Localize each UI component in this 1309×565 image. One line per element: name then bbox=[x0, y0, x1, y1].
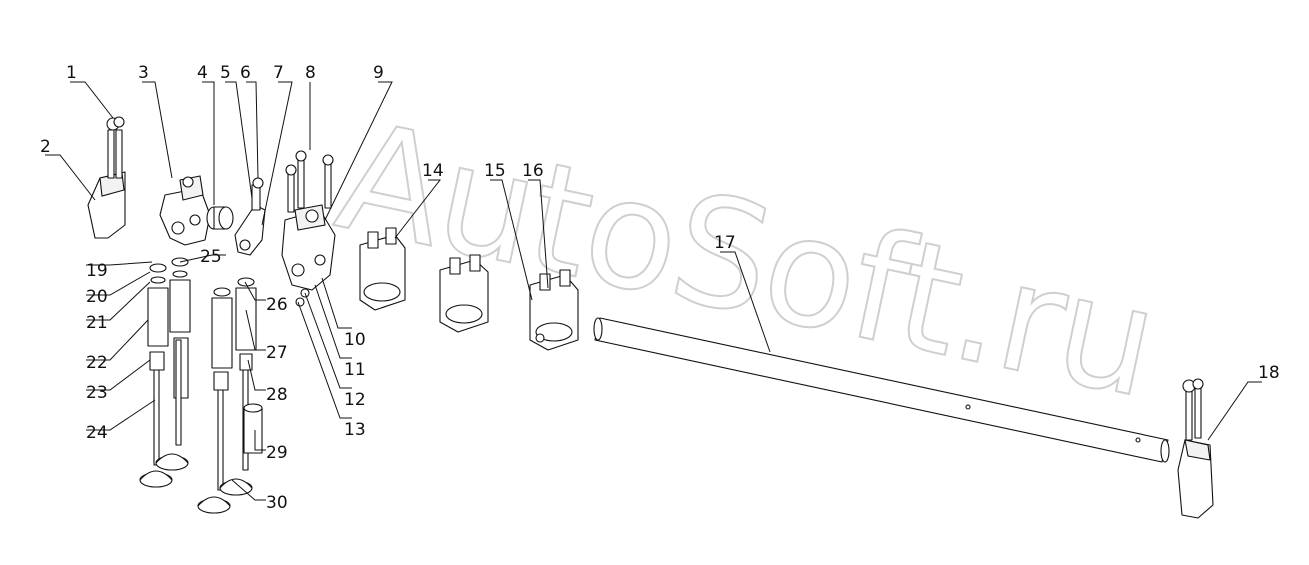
callout-16: 16 bbox=[522, 161, 544, 181]
callout-14: 14 bbox=[422, 161, 444, 181]
leader-lines bbox=[45, 81, 1262, 501]
callout-11: 11 bbox=[344, 360, 366, 380]
rocker-arm-middle bbox=[234, 177, 266, 256]
callout-26: 26 bbox=[266, 295, 288, 315]
callout-25: 25 bbox=[200, 247, 222, 267]
callout-8: 8 bbox=[305, 63, 316, 83]
shaft-support-1 bbox=[359, 227, 406, 311]
callout-21: 21 bbox=[86, 313, 108, 333]
callout-6: 6 bbox=[240, 63, 251, 83]
bushing bbox=[206, 206, 234, 230]
callout-1: 1 bbox=[66, 63, 77, 83]
callout-29: 29 bbox=[266, 443, 288, 463]
callout-30: 30 bbox=[266, 493, 288, 513]
callout-5: 5 bbox=[220, 63, 231, 83]
callout-10: 10 bbox=[344, 330, 366, 350]
callout-12: 12 bbox=[344, 390, 366, 410]
end-support-right bbox=[1177, 378, 1214, 519]
callout-22: 22 bbox=[86, 353, 108, 373]
shaft-support-2 bbox=[439, 254, 489, 333]
callout-2: 2 bbox=[40, 137, 51, 157]
callout-7: 7 bbox=[273, 63, 284, 83]
rocker-arm-left bbox=[159, 175, 211, 246]
callout-9: 9 bbox=[373, 63, 384, 83]
valve-set-left bbox=[139, 257, 191, 488]
callout-3: 3 bbox=[138, 63, 149, 83]
callout-15: 15 bbox=[484, 161, 506, 181]
callout-19: 19 bbox=[86, 261, 108, 281]
callout-24: 24 bbox=[86, 423, 108, 443]
callout-17: 17 bbox=[714, 233, 736, 253]
end-support-left bbox=[87, 116, 126, 239]
callout-23: 23 bbox=[86, 383, 108, 403]
callout-28: 28 bbox=[266, 385, 288, 405]
callout-27: 27 bbox=[266, 343, 288, 363]
valve-set-right bbox=[197, 277, 263, 514]
shaft-support-3 bbox=[529, 269, 579, 351]
rocker-shaft bbox=[593, 317, 1170, 463]
callout-13: 13 bbox=[344, 420, 366, 440]
callout-20: 20 bbox=[86, 287, 108, 307]
callout-18: 18 bbox=[1258, 363, 1280, 383]
rocker-arm-right bbox=[281, 150, 336, 307]
callout-4: 4 bbox=[197, 63, 208, 83]
callouts: 1 2 3 4 5 6 7 8 9 10 11 12 13 14 15 16 1… bbox=[40, 63, 1280, 513]
